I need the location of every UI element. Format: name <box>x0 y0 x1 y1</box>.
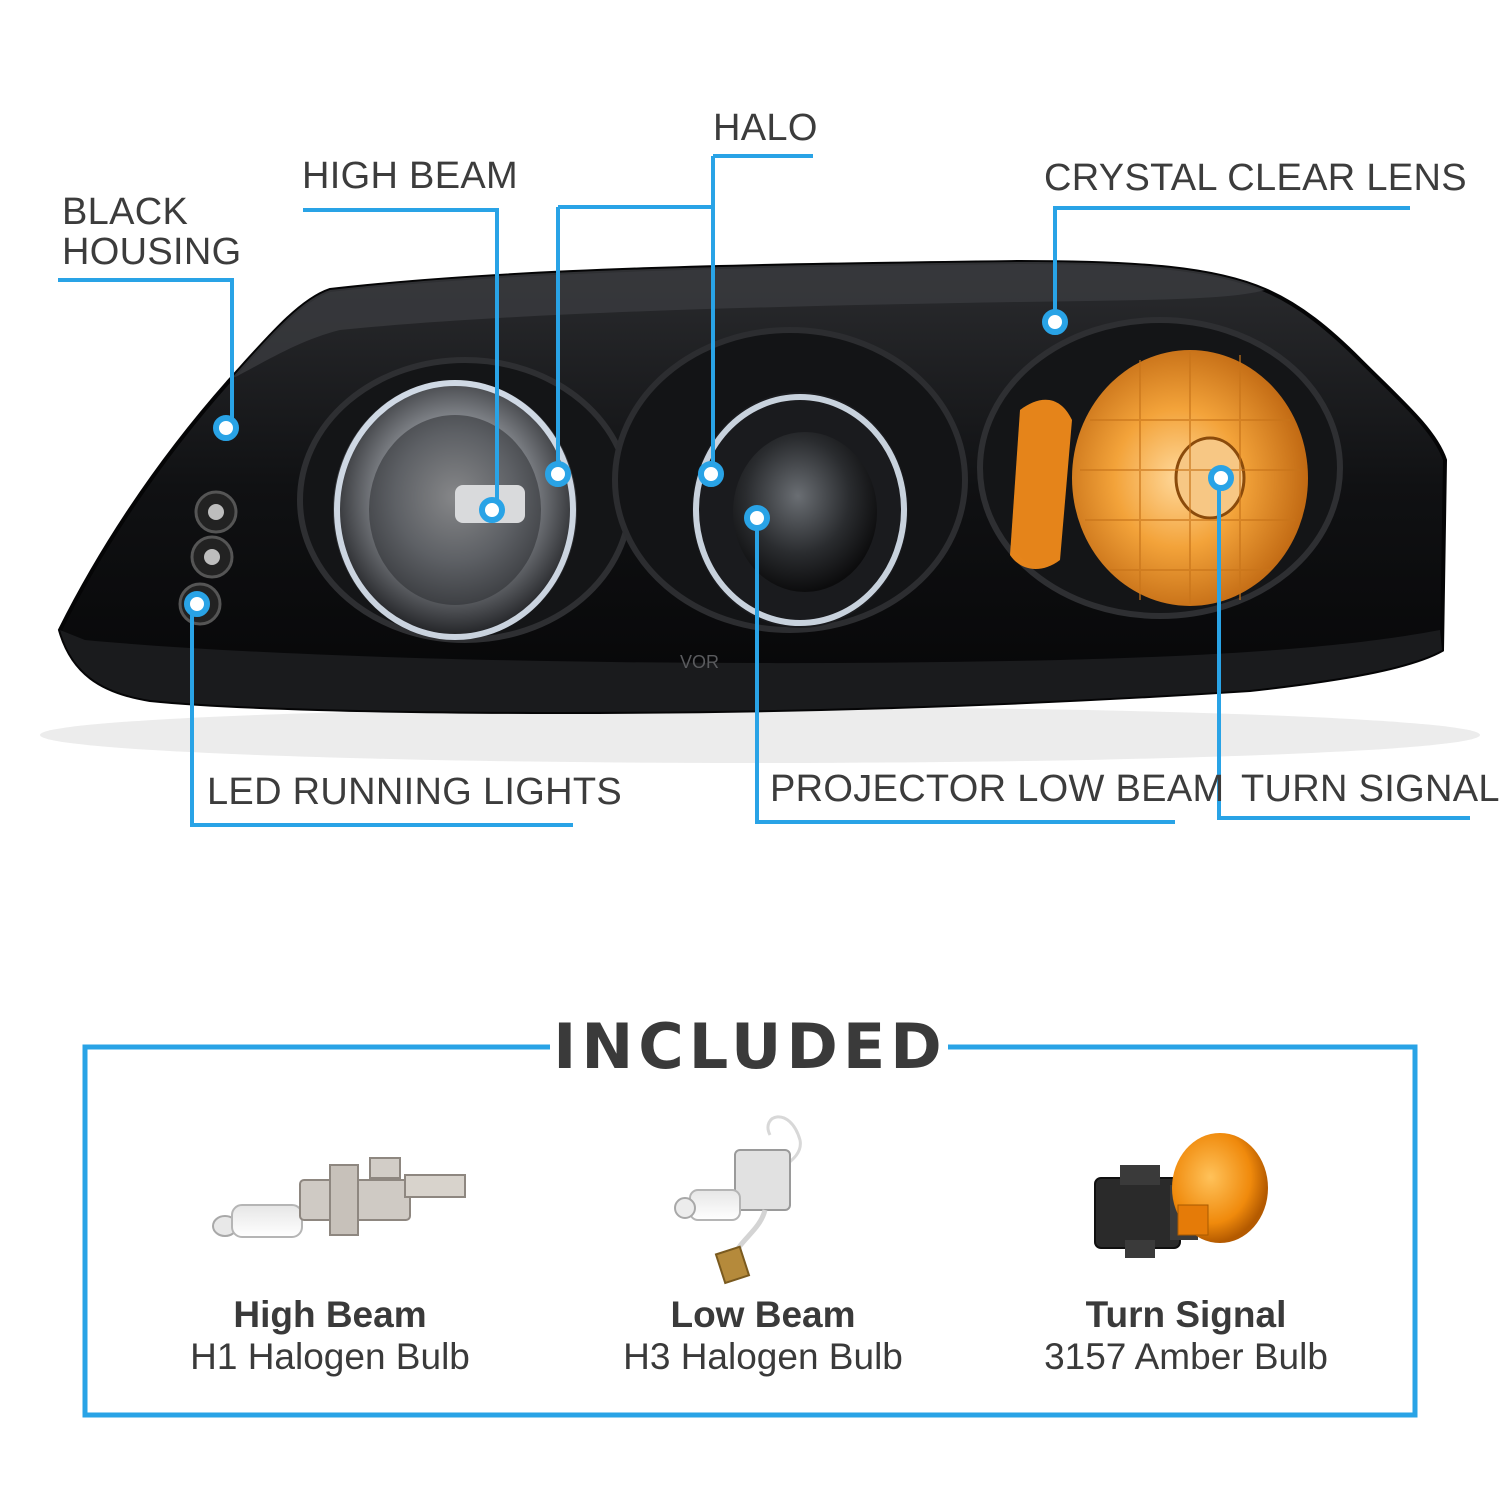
marker-led-running-lights <box>184 591 210 617</box>
amber-3157-bulb-icon <box>1094 1133 1268 1258</box>
black-housing-label: BLACK HOUSING <box>62 192 241 272</box>
projector-low-beam-unit <box>612 327 968 633</box>
leader-turn-signal <box>1217 478 1470 820</box>
high-beam-reflector <box>297 357 633 643</box>
housing-top-rim <box>230 262 1265 380</box>
halo-label: HALO <box>713 107 818 149</box>
headlight-reflection <box>40 707 1480 763</box>
included-item-low-beam-title: Low Beam <box>670 1294 856 1335</box>
leader-black-housing <box>58 278 234 427</box>
turn-signal-reflector <box>977 317 1343 619</box>
marker-projector-low-beam <box>744 505 770 531</box>
housing-lower-lip <box>60 630 1442 712</box>
lens-code-marking: VOR <box>680 652 719 672</box>
included-item-high-beam-title: High Beam <box>233 1294 427 1335</box>
leader-projector-low-beam <box>755 518 1175 824</box>
led-running-lights-label: LED RUNNING LIGHTS <box>207 771 623 813</box>
marker-high-beam <box>479 497 505 523</box>
included-box <box>82 1044 1418 1418</box>
h1-halogen-bulb-icon <box>212 1157 466 1238</box>
marker-turn-signal <box>1208 465 1234 491</box>
marker-crystal-clear-lens <box>1042 309 1068 335</box>
high-beam-label: HIGH BEAM <box>302 155 518 197</box>
turn-signal-label: TURN SIGNAL <box>1241 768 1500 810</box>
marker-halo-high <box>545 461 571 487</box>
leader-high-beam <box>303 208 499 510</box>
included-title: INCLUDED <box>553 1010 947 1083</box>
included-item-turn-signal-subtitle: 3157 Amber Bulb <box>1044 1336 1328 1377</box>
callout-markers <box>184 309 1234 617</box>
projector-halo-ring <box>693 394 907 626</box>
black-housing-label-line1: BLACK <box>62 191 189 233</box>
headlight-assembly: VOR <box>57 259 1448 715</box>
leader-led-running-lights <box>190 610 573 827</box>
black-housing-label-line2: HOUSING <box>62 231 242 273</box>
crystal-clear-lens-label: CRYSTAL CLEAR LENS <box>1044 157 1467 199</box>
leader-crystal-clear-lens <box>1053 206 1410 320</box>
h3-halogen-bulb-icon <box>674 1115 802 1285</box>
included-item-high-beam-subtitle: H1 Halogen Bulb <box>190 1336 470 1377</box>
included-item-low-beam-subtitle: H3 Halogen Bulb <box>623 1336 903 1377</box>
included-item-turn-signal-title: Turn Signal <box>1085 1294 1287 1335</box>
projector-low-beam-label: PROJECTOR LOW BEAM <box>770 768 1225 810</box>
marker-halo-low <box>698 461 724 487</box>
high-beam-halo-ring <box>334 380 576 640</box>
callout-leader-lines <box>58 154 1470 827</box>
marker-black-housing <box>213 415 239 441</box>
